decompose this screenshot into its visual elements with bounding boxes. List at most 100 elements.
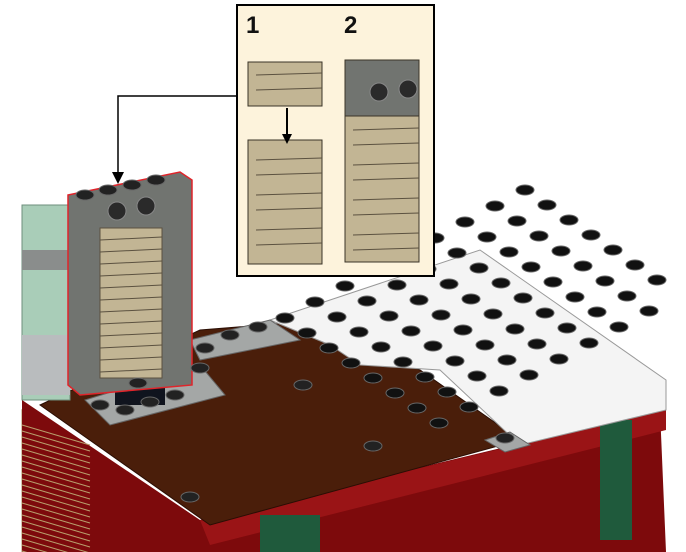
brick-line bbox=[99, 308, 163, 313]
green-tile bbox=[260, 515, 320, 552]
stud bbox=[431, 309, 451, 321]
stud bbox=[467, 370, 487, 382]
callout-brick-lines bbox=[255, 72, 420, 251]
stud bbox=[499, 246, 519, 258]
stud bbox=[401, 325, 421, 337]
stud bbox=[469, 262, 489, 274]
stud bbox=[293, 379, 313, 391]
column-tan-section bbox=[99, 227, 163, 379]
stud bbox=[195, 342, 215, 354]
column-brick-lines bbox=[99, 236, 163, 373]
brick-line bbox=[21, 454, 91, 476]
stud bbox=[519, 369, 539, 381]
stud bbox=[165, 389, 185, 401]
brick-line bbox=[99, 332, 163, 337]
stud bbox=[363, 372, 383, 384]
stud bbox=[505, 323, 525, 335]
stud bbox=[549, 353, 569, 365]
brick-line bbox=[21, 544, 48, 552]
brick-line bbox=[99, 260, 163, 265]
brick-line bbox=[255, 242, 323, 246]
brick-line bbox=[21, 490, 91, 512]
brick-line bbox=[21, 514, 91, 536]
brick-line bbox=[352, 162, 420, 166]
stud bbox=[423, 340, 443, 352]
stud bbox=[146, 174, 166, 186]
stud bbox=[415, 371, 435, 383]
stud bbox=[220, 329, 240, 341]
brick-line bbox=[352, 197, 420, 201]
stud bbox=[603, 244, 623, 256]
stud bbox=[521, 261, 541, 273]
stud bbox=[497, 354, 517, 366]
brick-line bbox=[99, 248, 163, 253]
brick-line bbox=[21, 424, 91, 446]
red-base bbox=[22, 400, 666, 552]
technic-hole bbox=[107, 201, 127, 221]
stud bbox=[459, 401, 479, 413]
stud bbox=[357, 295, 377, 307]
brick-line bbox=[21, 502, 91, 524]
stud bbox=[453, 324, 473, 336]
brick-line bbox=[99, 356, 163, 361]
brick-line bbox=[352, 142, 420, 146]
stud bbox=[297, 327, 317, 339]
stud bbox=[349, 326, 369, 338]
brick-line bbox=[21, 508, 91, 530]
brick-line bbox=[99, 272, 163, 277]
stud bbox=[495, 432, 515, 444]
stud bbox=[609, 321, 629, 333]
brick-line bbox=[99, 296, 163, 301]
brick-line bbox=[21, 526, 91, 548]
stud bbox=[625, 259, 645, 271]
brick-line bbox=[99, 284, 163, 289]
step-1-bricks bbox=[247, 61, 323, 265]
brick-line bbox=[99, 344, 163, 349]
stud bbox=[393, 356, 413, 368]
brick-line bbox=[21, 436, 91, 458]
stud bbox=[455, 216, 475, 228]
stud bbox=[557, 322, 577, 334]
brick-line bbox=[21, 466, 91, 488]
red-base-edge bbox=[200, 410, 666, 545]
step-number-2: 2 bbox=[344, 12, 358, 39]
brick-line bbox=[21, 538, 68, 552]
brick-line bbox=[352, 232, 420, 236]
stud bbox=[98, 184, 118, 196]
stud bbox=[639, 305, 659, 317]
stud bbox=[140, 396, 160, 408]
stud bbox=[379, 310, 399, 322]
stud bbox=[537, 199, 557, 211]
stud bbox=[128, 377, 148, 389]
brick-line bbox=[255, 157, 323, 161]
stud bbox=[573, 260, 593, 272]
brick-line bbox=[21, 442, 91, 464]
stud bbox=[491, 277, 511, 289]
step-2-bricks bbox=[344, 59, 420, 263]
callout-pointer bbox=[117, 95, 237, 178]
brick-line bbox=[352, 127, 420, 131]
stud bbox=[387, 279, 407, 291]
stud bbox=[305, 296, 325, 308]
stud bbox=[407, 402, 427, 414]
stud bbox=[515, 184, 535, 196]
stud bbox=[447, 247, 467, 259]
brick-line bbox=[99, 368, 163, 373]
brick-line bbox=[21, 484, 91, 506]
stud bbox=[90, 399, 110, 411]
brick-line bbox=[352, 177, 420, 181]
brick-line bbox=[21, 430, 91, 452]
stud bbox=[559, 214, 579, 226]
brick-line bbox=[21, 532, 89, 552]
stud bbox=[507, 215, 527, 227]
brick-line bbox=[255, 207, 323, 211]
stud bbox=[527, 338, 547, 350]
arrow-down-icon bbox=[282, 134, 292, 144]
stud bbox=[485, 200, 505, 212]
technic-hole bbox=[136, 196, 156, 216]
stud bbox=[595, 275, 615, 287]
stud bbox=[565, 291, 585, 303]
brick-line bbox=[99, 236, 163, 241]
stud bbox=[115, 404, 135, 416]
